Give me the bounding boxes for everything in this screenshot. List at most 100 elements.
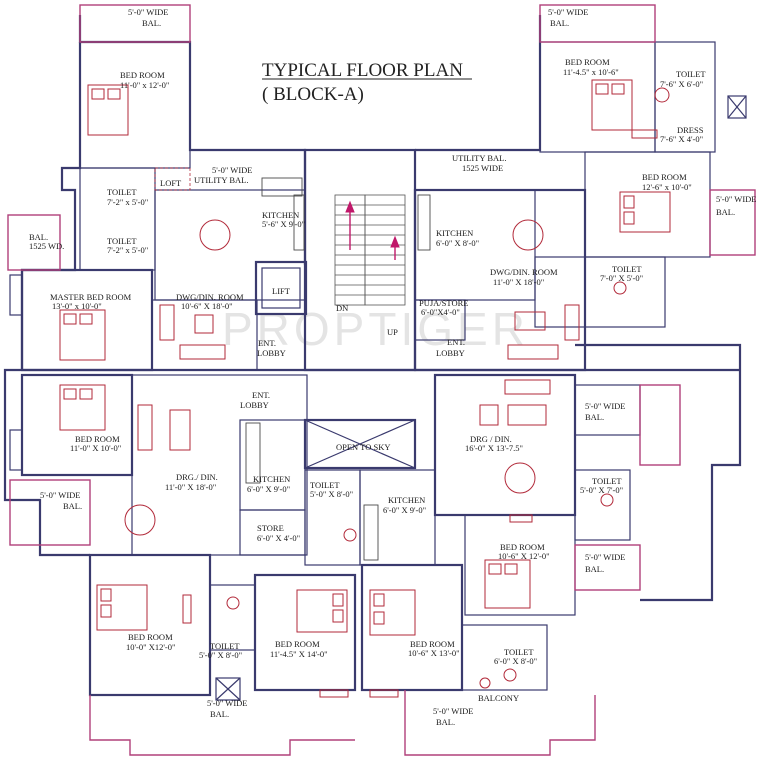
label-tr-toilet: TOILET xyxy=(676,69,706,79)
label-ml-bal: 5'-0" WIDE xyxy=(40,490,81,500)
label-tl-util: 5'-0" WIDE xyxy=(212,165,253,175)
bed-icon xyxy=(619,191,671,233)
label-tr-puja: PUJA/STORE xyxy=(419,298,468,308)
sofa-icon xyxy=(479,379,551,426)
label-mr-bal2-2: BAL. xyxy=(585,564,604,574)
furniture xyxy=(9,79,671,698)
label-tl-toilet2: TOILET xyxy=(107,236,137,246)
label-ml-ent-2: LOBBY xyxy=(240,400,269,410)
lift-cross-icon xyxy=(261,267,301,309)
label-tr-bed-dim: 11'-4.5" x 10'-6" xyxy=(563,67,619,77)
label-br-bed-dim: 10'-6" X 13'-0" xyxy=(408,648,460,658)
label-mr-toilet-dim: 5'-0" X 7'-0" xyxy=(580,485,623,495)
toilet-icon xyxy=(343,528,357,542)
label-tr-dwg: DWG/DIN. ROOM xyxy=(490,267,558,277)
label-br-balcony: BALCONY xyxy=(478,693,519,703)
duct-cross-icon xyxy=(727,95,747,119)
kitchen-counter xyxy=(293,194,305,251)
wardrobe xyxy=(319,689,349,698)
toilet-icon xyxy=(503,668,517,682)
label-tr-ent-2: LOBBY xyxy=(436,348,465,358)
bed-icon xyxy=(59,384,106,431)
label-br-bal-2: BAL. xyxy=(436,717,455,727)
label-br-bed: BED ROOM xyxy=(410,639,455,649)
watermark: PROPTIGER xyxy=(222,303,529,355)
wardrobe xyxy=(369,689,399,698)
bed-icon xyxy=(96,584,148,631)
label-mr-bed: BED ROOM xyxy=(500,542,545,552)
label-bl-toilet: TOILET xyxy=(210,641,240,651)
dining-table-icon xyxy=(504,462,536,494)
label-master: MASTER BED ROOM xyxy=(50,292,132,302)
open-sky-cross-icon xyxy=(304,419,416,469)
label-mr-bal2: 5'-0" WIDE xyxy=(585,552,626,562)
label-tl-dwg: DWG/DIN. ROOM xyxy=(176,292,244,302)
wardrobe xyxy=(631,129,658,139)
label-bl-bed: BED ROOM xyxy=(128,632,173,642)
label-tr-bal2: 5'-0" WIDE xyxy=(716,194,757,204)
label-loft: LOFT xyxy=(160,178,182,188)
label-tr-dwg-dim: 11'-0" X 18'-0" xyxy=(493,277,544,287)
label-master-dim: 13'-0" x 10'-0" xyxy=(52,301,102,311)
label-ml-store: STORE xyxy=(257,523,284,533)
kitchen-counter xyxy=(245,422,261,484)
dining-table-icon xyxy=(512,219,544,251)
label-lift: LIFT xyxy=(272,286,291,296)
label-tr-util-2: 1525 WIDE xyxy=(462,163,503,173)
label-ml-kitchen-dim: 6'-0" X 9'-0" xyxy=(247,484,290,494)
stair-up-arrow-icon xyxy=(345,200,355,213)
label-bm-bed-dim: 11'-4.5" X 14'-0" xyxy=(270,649,328,659)
label-bl-toilet-dim: 5'-0" X 8'-0" xyxy=(199,650,242,660)
dining-table-icon xyxy=(199,219,231,251)
label-tr-bal: 5'-0" WIDE xyxy=(548,7,589,17)
label-tr-bal-2: BAL. xyxy=(550,18,569,28)
label-tl-kitchen: KITCHEN xyxy=(262,210,299,220)
label-ml-drg-dim: 11'-0" X 18'-0" xyxy=(165,482,216,492)
bed-icon xyxy=(591,79,633,131)
plan-title: TYPICAL FLOOR PLAN xyxy=(262,60,463,81)
label-tr-ent: ENT. xyxy=(447,337,465,347)
label-tr-toilet-dim: 7'-6" X 6'-0" xyxy=(660,79,703,89)
label-br-toilet-dim: 6'-0" X 8'-0" xyxy=(494,656,537,666)
label-mr-bal-2: BAL. xyxy=(585,412,604,422)
label-tl-kitchen-dim: 5'-6" X 9'-0" xyxy=(262,219,305,229)
shaft-cross-icon xyxy=(215,677,241,701)
label-mr-drg: DRG / DIN. xyxy=(470,434,512,444)
bed-icon xyxy=(484,559,531,609)
label-tr-toilet2: TOILET xyxy=(612,264,642,274)
plan-subtitle: ( BLOCK-A) xyxy=(262,84,364,105)
bed-icon xyxy=(296,589,348,633)
label-bm-bal: 5'-0" WIDE xyxy=(207,698,248,708)
label-up: UP xyxy=(387,327,398,337)
wardrobe xyxy=(182,594,192,624)
label-ml-bed-dim: 11'-0" X 10'-0" xyxy=(70,443,121,453)
walls xyxy=(3,15,742,697)
kitchen-counter xyxy=(261,177,303,197)
balconies xyxy=(7,4,756,756)
toilet-icon xyxy=(600,493,614,507)
toilet-icon xyxy=(226,596,240,610)
sofa-icon xyxy=(137,404,191,451)
toilet-icon xyxy=(613,281,627,295)
kitchen-counter xyxy=(417,194,431,251)
label-tr-bal2-2: BAL. xyxy=(716,207,735,217)
label-tl-bal1525-2: 1525 WD. xyxy=(29,241,64,251)
label-tl-ent-2: LOBBY xyxy=(257,348,286,358)
label-tl-ent: ENT. xyxy=(258,338,276,348)
label-tl-bed-dim: 11'-0" x 12'-0" xyxy=(120,80,169,90)
label-mr-kitchen-dim: 6'-0" X 9'-0" xyxy=(383,505,426,515)
label-mr-drg-dim: 16'-0" X 13'-7.5" xyxy=(465,443,523,453)
label-tl-bal1525: BAL. xyxy=(29,232,48,242)
window-hatch xyxy=(9,274,23,316)
sofa-icon xyxy=(507,304,580,360)
toilet-icon xyxy=(654,87,670,103)
label-tr-bed2: BED ROOM xyxy=(642,172,687,182)
label-tl-bal: 5'-0" WIDE xyxy=(128,7,169,17)
label-open-sky: OPEN TO SKY xyxy=(336,442,390,452)
label-tl-util-2: UTILITY BAL. xyxy=(194,175,248,185)
label-tr-kitchen: KITCHEN xyxy=(436,228,473,238)
stair-arrow-icon xyxy=(390,235,400,248)
label-tr-bed: BED ROOM xyxy=(565,57,610,67)
room-labels: 5'-0" WIDE BAL. BED ROOM 11'-0" x 12'-0"… xyxy=(29,7,757,727)
